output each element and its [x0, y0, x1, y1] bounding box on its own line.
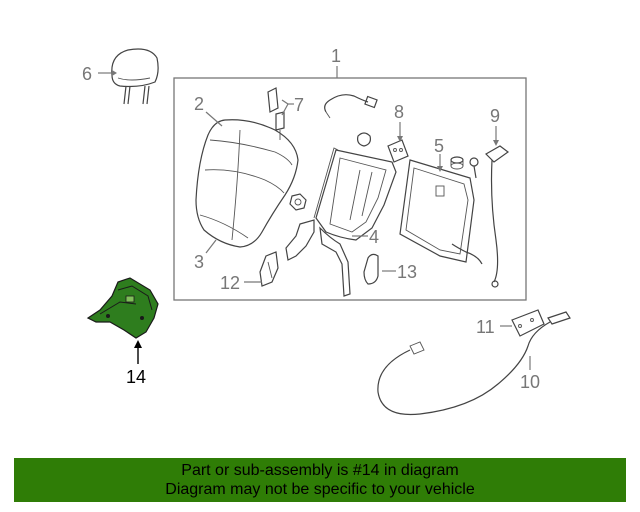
arrow-6 — [112, 70, 117, 76]
seat-back-frame-part-4[interactable] — [285, 147, 397, 297]
back-trim-panel-part-5[interactable] — [399, 159, 483, 265]
leader-3 — [205, 239, 217, 254]
callout-6[interactable]: 6 — [82, 64, 92, 84]
nut[interactable] — [289, 193, 307, 211]
leader-2 — [205, 111, 223, 127]
headrest-part-6[interactable] — [111, 48, 159, 105]
bracket-part-11[interactable] — [511, 309, 571, 337]
callout-12[interactable]: 12 — [220, 273, 240, 293]
banner-line-1: Part or sub-assembly is #14 in diagram — [181, 462, 459, 479]
parts-diagram: 1 6 2 3 7 — [82, 46, 571, 416]
callout-8[interactable]: 8 — [394, 102, 404, 122]
leader-7b — [281, 103, 289, 116]
callout-2[interactable]: 2 — [194, 94, 204, 114]
arrow-9 — [493, 140, 499, 146]
callout-3[interactable]: 3 — [194, 252, 204, 272]
leader-7a — [281, 99, 289, 105]
highlighted-bracket-part-14[interactable] — [86, 277, 159, 339]
banner-line-2: Diagram may not be specific to your vehi… — [165, 481, 475, 498]
callout-7[interactable]: 7 — [294, 95, 304, 115]
callout-13[interactable]: 13 — [397, 262, 417, 282]
headrest-guide-part-7[interactable] — [267, 87, 285, 140]
cover-part-13[interactable] — [363, 253, 379, 285]
seat-back-cushion-part-2[interactable] — [195, 119, 299, 248]
cable-part-10[interactable] — [377, 321, 551, 416]
hinge-cover-part-12[interactable] — [259, 251, 279, 287]
clip[interactable] — [357, 132, 371, 147]
callout-4[interactable]: 4 — [369, 227, 379, 247]
vehicle-fit-banner: Part or sub-assembly is #14 in diagram D… — [14, 458, 626, 502]
release-cable[interactable] — [324, 94, 378, 119]
callout-10[interactable]: 10 — [520, 372, 540, 392]
callout-9[interactable]: 9 — [490, 106, 500, 126]
arrow-5 — [437, 166, 443, 172]
callout-11[interactable]: 11 — [476, 317, 495, 337]
arrow-8 — [397, 136, 403, 142]
callout-1[interactable]: 1 — [331, 46, 341, 66]
bolt[interactable] — [469, 157, 479, 179]
bracket-part-8[interactable] — [387, 139, 409, 163]
assembly-frame — [173, 77, 527, 301]
arrow-14 — [134, 340, 142, 348]
screw[interactable] — [450, 156, 464, 170]
callout-14[interactable]: 14 — [126, 367, 146, 387]
callout-5[interactable]: 5 — [434, 136, 444, 156]
latch-cable-part-9[interactable] — [485, 145, 510, 288]
